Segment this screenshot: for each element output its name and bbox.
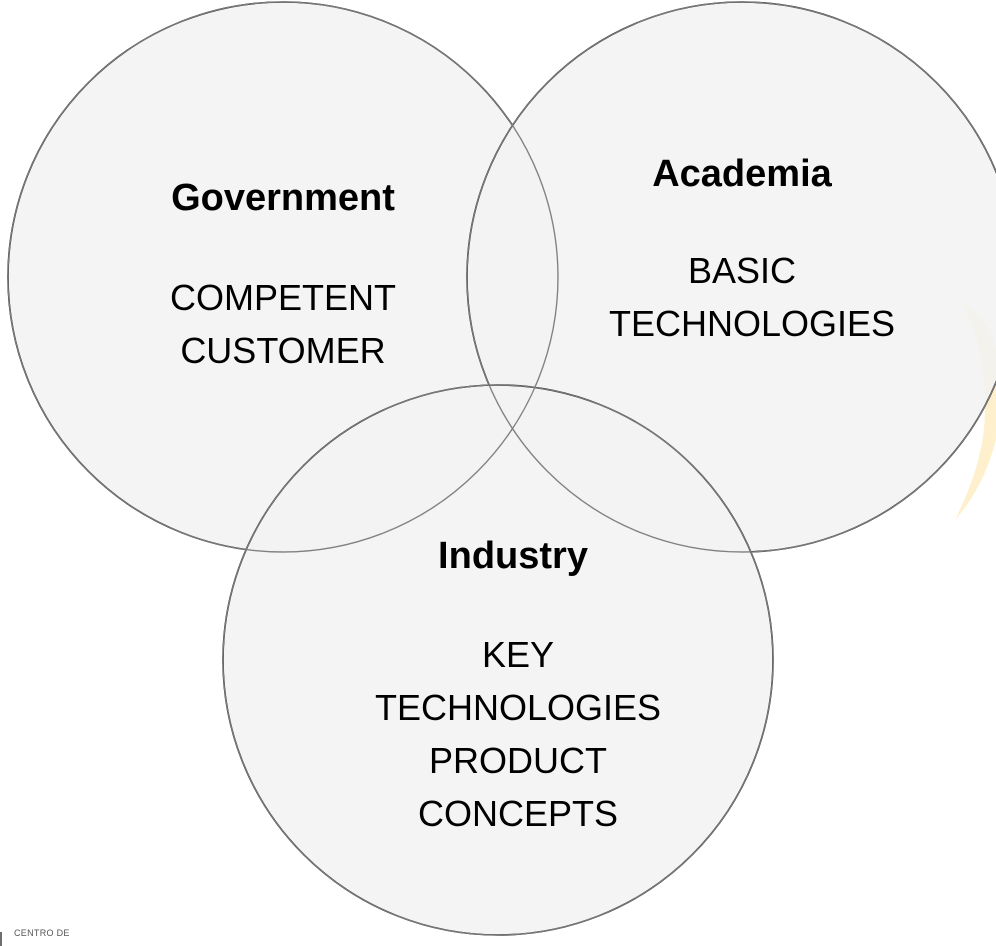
academia-circle-overlap-outline — [466, 1, 996, 553]
industry-line-2: TECHNOLOGIES — [375, 687, 661, 728]
academia-line-2: TECHNOLOGIES — [609, 303, 895, 344]
industry-line-1: KEY — [482, 634, 554, 675]
government-title: Government — [171, 177, 395, 219]
footer-logo-text: CENTRO DE — [14, 928, 70, 938]
academia-title: Academia — [652, 153, 832, 195]
government-circle-overlap-outline — [7, 1, 559, 553]
government-line-2: CUSTOMER — [180, 330, 385, 371]
industry-title: Industry — [438, 535, 588, 577]
academia-line-1: BASIC — [688, 250, 796, 291]
footer-logo-divider — [0, 932, 2, 946]
industry-line-4: CONCEPTS — [418, 793, 618, 834]
industry-circle-overlap-outline — [222, 384, 774, 936]
government-line-1: COMPETENT — [170, 277, 396, 318]
industry-line-3: PRODUCT — [429, 740, 607, 781]
